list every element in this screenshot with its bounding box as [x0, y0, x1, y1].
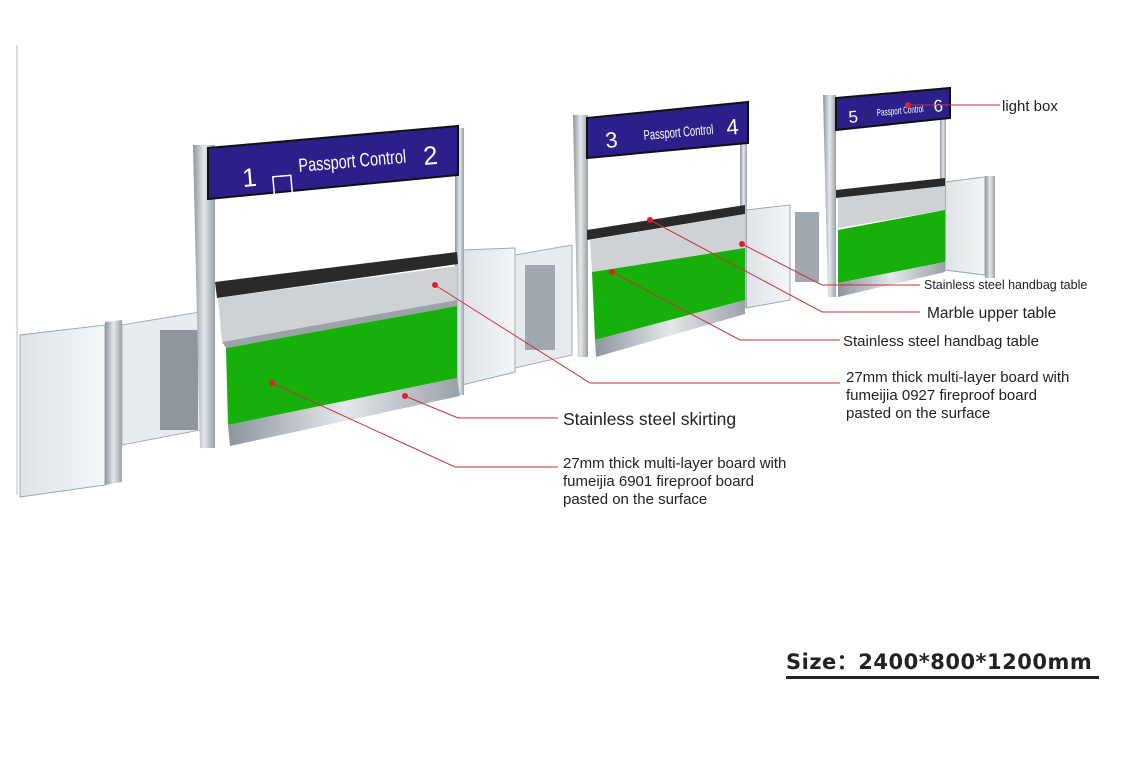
label-marble-upper-table: Marble upper table [927, 305, 1056, 322]
booth-1: 1 Passport Control 2 [193, 124, 464, 448]
label-light-box: light box [1002, 98, 1058, 115]
passport-icon [272, 174, 294, 206]
post-left [193, 145, 215, 448]
marble-top [215, 252, 458, 298]
svg-text:3: 3 [604, 127, 618, 153]
skirting [228, 378, 460, 446]
label-board-0927-line2: fumeijia 0927 fireproof board [846, 387, 1037, 404]
label-handbag-table: Stainless steel handbag table [843, 333, 1039, 350]
label-skirting: Stainless steel skirting [563, 409, 736, 429]
svg-text:1: 1 [241, 162, 258, 193]
label-handbag-table-small: Stainless steel handbag table [924, 278, 1087, 292]
green-board [226, 306, 457, 425]
glass-gate-middle [461, 244, 573, 386]
label-board-0927-line1: 27mm thick multi-layer board with [846, 369, 1069, 386]
svg-text:5: 5 [848, 107, 859, 127]
size-underline [786, 676, 1099, 679]
post-right [455, 128, 464, 395]
label-board-6901-line1: 27mm thick multi-layer board with [563, 455, 786, 472]
label-board-0927-line3: pasted on the surface [846, 405, 990, 422]
svg-text:4: 4 [725, 114, 739, 140]
label-board-6901-line2: fumeijia 6901 fireproof board [563, 473, 754, 490]
glass-gate-left [19, 311, 201, 498]
booth-3: 5 Passport Control 6 [823, 86, 951, 297]
svg-text:2: 2 [422, 140, 439, 171]
svg-text:Passport Control: Passport Control [643, 121, 714, 143]
svg-text:Passport Control: Passport Control [876, 104, 924, 119]
booth-2: 3 Passport Control 4 [573, 100, 749, 357]
svg-text:6: 6 [933, 96, 944, 116]
glass-gate-right [745, 176, 995, 309]
leader-lines [269, 102, 1000, 468]
size-label: Size：2400*800*1200mm [786, 650, 1093, 674]
light-box-sign [207, 124, 459, 201]
label-board-6901-line3: pasted on the surface [563, 491, 707, 508]
handbag-panel [218, 266, 457, 342]
